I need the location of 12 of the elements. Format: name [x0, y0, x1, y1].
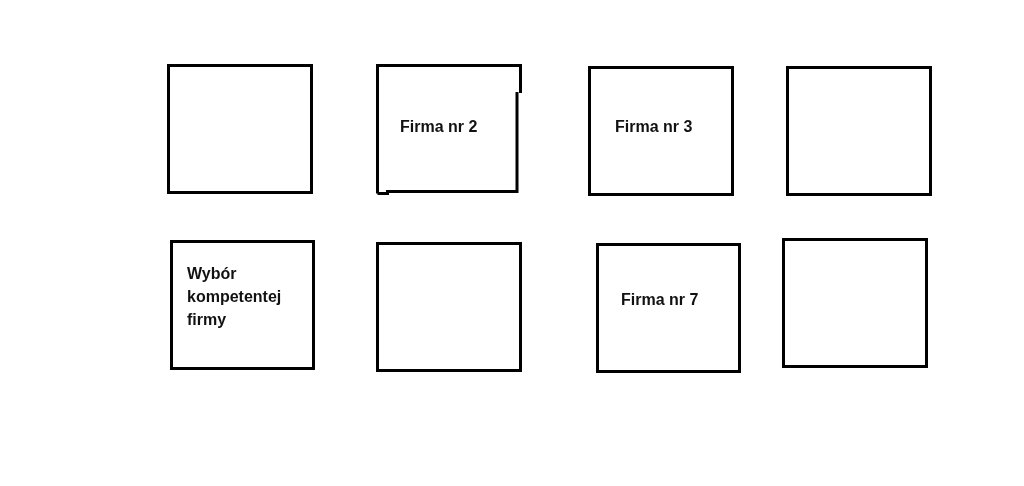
box-label: Firma nr 7 [621, 290, 700, 310]
empty-box [786, 66, 932, 196]
process-box [588, 66, 734, 196]
empty-box [376, 242, 522, 372]
empty-box [167, 64, 313, 194]
box-label: Wybór kompetentej firmy [187, 264, 283, 330]
process-box [376, 64, 522, 195]
process-box [596, 243, 741, 373]
process-box [170, 240, 315, 370]
box-label: Firma nr 3 [615, 117, 694, 137]
empty-box [782, 238, 928, 368]
box-label: Firma nr 2 [400, 117, 479, 137]
